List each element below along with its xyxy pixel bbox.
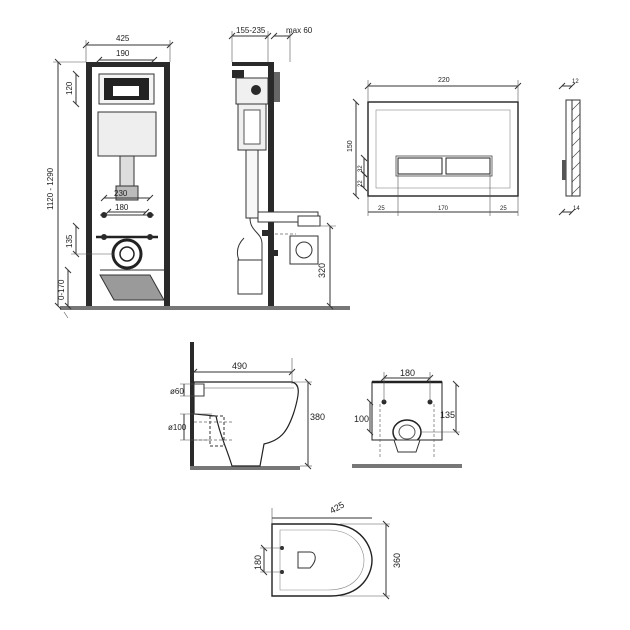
dim-outlet-diameter: ø100 bbox=[168, 423, 187, 432]
frame-side-view: 155-235 max 60 320 bbox=[228, 26, 336, 310]
flush-plate-side: 12 14 bbox=[558, 79, 581, 216]
dim-margin-right: 25 bbox=[500, 206, 507, 212]
dim-plate-projection: 14 bbox=[573, 206, 580, 212]
frame-upright-left bbox=[86, 62, 92, 306]
toilet-top-view: 425 360 180 bbox=[253, 500, 402, 600]
dim-rear-inlet-height: 135 bbox=[440, 410, 455, 420]
toilet-wall bbox=[190, 342, 194, 466]
dim-drain-height: 320 bbox=[317, 263, 327, 278]
toilet-floor bbox=[190, 466, 300, 470]
toilet-side-view: 490 380 ø60 ø100 bbox=[168, 342, 325, 470]
dim-rear-bolt-spacing: 180 bbox=[400, 368, 415, 378]
dim-toilet-height: 380 bbox=[310, 412, 325, 422]
dim-button-height: 32 bbox=[358, 165, 364, 172]
toilet-top-outline bbox=[271, 523, 373, 597]
dim-leg-adjust: 0-170 bbox=[57, 279, 66, 300]
dim-max-depth: max 60 bbox=[286, 26, 313, 35]
flush-plate-frame bbox=[375, 109, 511, 189]
floor-line bbox=[60, 306, 350, 310]
flush-button-left bbox=[397, 157, 443, 175]
flush-button-right bbox=[445, 157, 491, 175]
wall-section bbox=[268, 62, 274, 306]
dim-bolt-inner: 180 bbox=[115, 203, 129, 212]
toilet-bowl-side bbox=[193, 381, 299, 467]
dim-rear-outlet-height: 100 bbox=[354, 414, 369, 424]
dim-outlet-height: 135 bbox=[65, 234, 74, 248]
dim-frame-depth: 155-235 bbox=[236, 26, 266, 35]
dim-frame-height: 1120 - 1290 bbox=[46, 167, 55, 210]
frame-top-rail bbox=[86, 62, 170, 67]
dim-bolt-outer: 230 bbox=[114, 189, 128, 198]
dim-frame-width: 425 bbox=[116, 34, 130, 43]
dim-plate-height: 150 bbox=[347, 140, 354, 152]
toilet-rear-view: 180 100 135 bbox=[352, 368, 462, 468]
dim-top-width: 425 bbox=[328, 500, 346, 516]
flush-plate-front: 220 150 32 22 25 170 25 bbox=[347, 77, 522, 216]
dim-plate-thickness: 12 bbox=[572, 79, 579, 85]
dim-toilet-length: 490 bbox=[232, 361, 247, 371]
dim-top-offset: 120 bbox=[65, 81, 74, 95]
dim-button-span: 170 bbox=[438, 206, 449, 212]
dim-plate-width: 220 bbox=[438, 77, 450, 84]
dim-top-length: 360 bbox=[392, 553, 402, 568]
dim-top-bolt-spacing: 180 bbox=[253, 555, 263, 570]
cistern bbox=[97, 111, 157, 157]
dim-button-offset: 22 bbox=[358, 180, 364, 187]
flush-plate bbox=[367, 101, 519, 197]
dim-inlet-diameter: ø60 bbox=[170, 387, 184, 396]
frame-front-view: 425 190 1120 - 1290 120 230 180 135 0-17… bbox=[46, 34, 350, 319]
frame-upright-right bbox=[164, 62, 170, 306]
dim-margin-left: 25 bbox=[378, 206, 385, 212]
dim-button-width: 190 bbox=[116, 49, 130, 58]
toilet-rear-floor bbox=[352, 464, 462, 468]
